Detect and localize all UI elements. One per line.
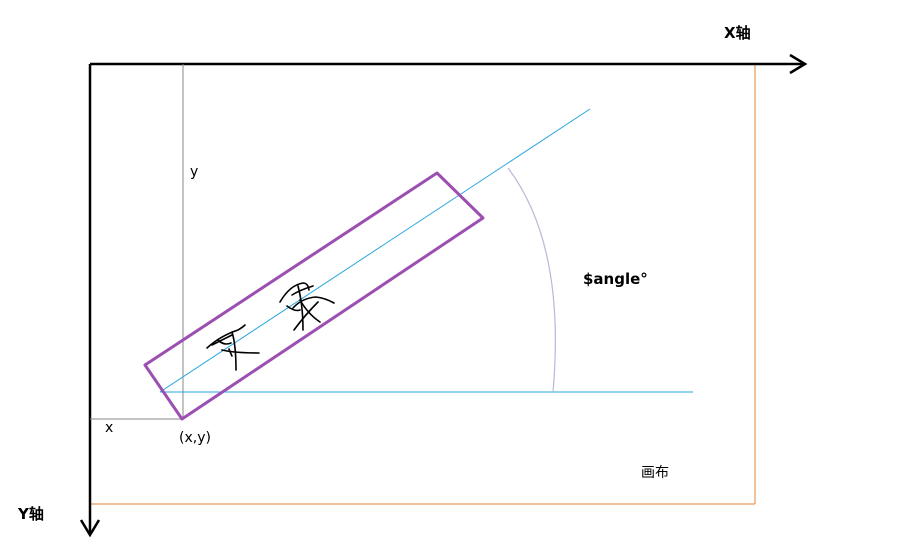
x-axis-arrowhead	[789, 53, 808, 75]
canvas-label: 画布	[641, 465, 669, 481]
handwritten-text-glyphs	[206, 282, 335, 371]
angle-label: $angle°	[583, 270, 648, 288]
y-axis	[79, 64, 101, 538]
x-axis-label: X轴	[724, 24, 751, 42]
angle-arc	[507, 167, 556, 393]
rotation-axis-line	[159, 108, 591, 393]
x-axis	[90, 53, 808, 75]
origin-point-label: (x,y)	[179, 430, 211, 446]
x-dimension-label: x	[105, 420, 114, 436]
y-axis-arrowhead	[79, 519, 101, 538]
y-dimension-label: y	[190, 164, 199, 180]
rotated-text-box	[143, 171, 485, 421]
y-axis-label: Y轴	[18, 505, 44, 523]
